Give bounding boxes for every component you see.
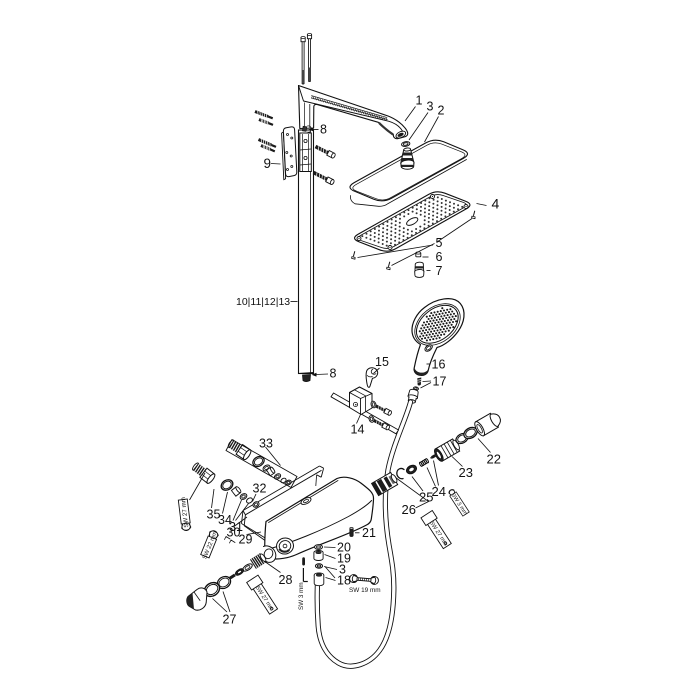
svg-text:3: 3: [339, 563, 346, 577]
svg-text:SW 3 mm: SW 3 mm: [298, 582, 305, 610]
svg-text:19: 19: [337, 552, 351, 566]
svg-text:20: 20: [337, 541, 351, 555]
svg-text:29: 29: [239, 533, 253, 547]
svg-text:8: 8: [320, 123, 327, 137]
svg-text:16: 16: [432, 358, 446, 372]
svg-text:14: 14: [351, 423, 365, 437]
svg-text:33: 33: [259, 437, 273, 451]
svg-text:10|11|12|13: 10|11|12|13: [236, 296, 290, 308]
svg-text:23: 23: [459, 465, 473, 480]
svg-text:SW 27 mm: SW 27 mm: [180, 497, 191, 528]
svg-text:18: 18: [337, 574, 351, 588]
svg-text:25: 25: [419, 490, 433, 505]
svg-text:31: 31: [229, 520, 243, 534]
svg-text:1: 1: [416, 94, 423, 108]
svg-text:24: 24: [432, 484, 446, 499]
svg-text:35: 35: [207, 508, 221, 522]
svg-text:5: 5: [436, 236, 443, 250]
svg-text:21: 21: [362, 526, 376, 540]
svg-text:8: 8: [330, 367, 337, 381]
svg-text:4: 4: [492, 196, 500, 212]
svg-text:28: 28: [279, 573, 293, 587]
svg-text:SW 19 mm: SW 19 mm: [349, 587, 381, 594]
svg-text:9: 9: [264, 156, 272, 171]
svg-text:30: 30: [227, 526, 241, 540]
svg-text:32: 32: [253, 482, 267, 496]
svg-text:6: 6: [436, 250, 443, 264]
svg-text:17: 17: [433, 375, 447, 389]
svg-text:22: 22: [487, 452, 501, 467]
svg-text:2: 2: [438, 104, 445, 118]
svg-text:15: 15: [375, 355, 389, 369]
svg-text:34: 34: [218, 513, 232, 527]
svg-text:7: 7: [436, 264, 443, 278]
svg-text:27: 27: [223, 613, 237, 627]
svg-text:26: 26: [402, 502, 416, 517]
svg-text:3: 3: [427, 100, 434, 114]
